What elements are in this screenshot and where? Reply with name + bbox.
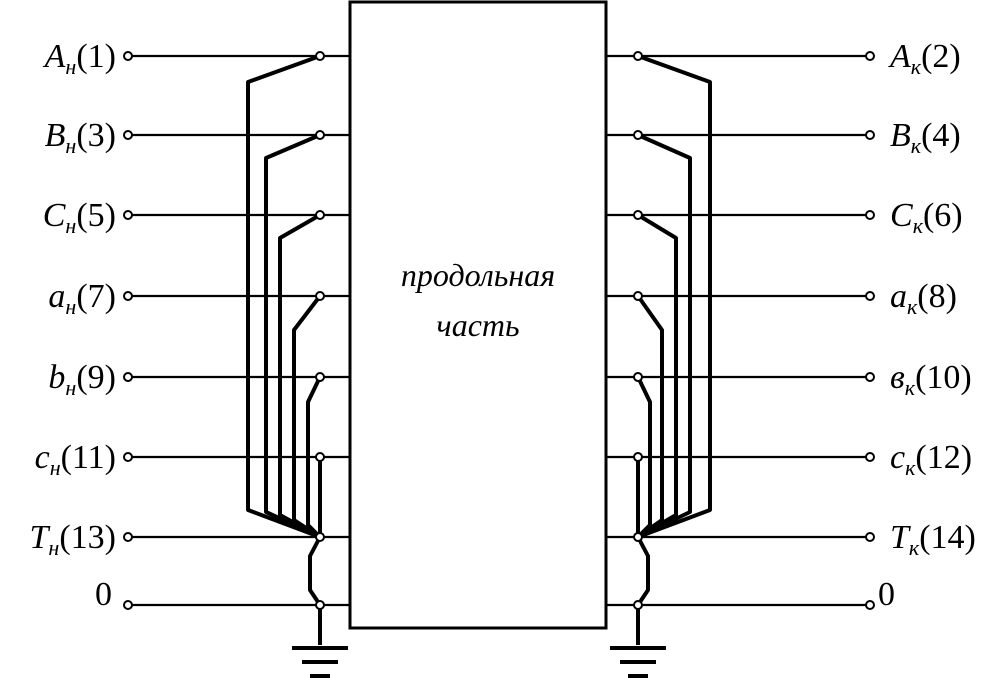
left-label: Aн(1) [43,38,116,79]
right-label: Cк(6) [890,197,963,238]
left-labels: Aн(1) Bн(3) Cн(5) aн(7) bн(9) cн(11) Tн(… [30,38,117,613]
left-label: aн(7) [48,278,116,319]
right-label: cк(12) [890,439,972,480]
longitudinal-part-block [348,0,608,630]
right-jumper-wires [636,54,712,645]
right-label: Tк(14) [890,519,976,560]
left-label: Tн(13) [30,519,117,560]
left-jumper-wires [246,54,322,645]
right-labels: Aк(2) Bк(4) Cк(6) aк(8) вк(10) cк(12) Tк… [878,38,976,613]
block-label-line1: продольная [401,257,555,293]
right-label: вк(10) [890,359,972,400]
left-label: cн(11) [35,439,116,480]
left-label: bн(9) [48,359,116,400]
right-label: aк(8) [890,278,957,319]
block-label-line2: часть [436,307,519,343]
terminal-nodes [123,51,875,610]
right-label: Bк(4) [890,117,961,158]
right-ground-symbol [610,646,666,678]
right-label-zero: 0 [878,576,895,613]
left-label: Cн(5) [43,197,116,238]
left-terminal-lines [128,54,350,607]
left-wiring [128,54,350,678]
left-ground-symbol [292,646,348,678]
right-label: Aк(2) [888,38,961,79]
left-label-zero: 0 [95,576,112,613]
left-label: Bн(3) [45,117,116,158]
right-wiring [606,54,870,678]
